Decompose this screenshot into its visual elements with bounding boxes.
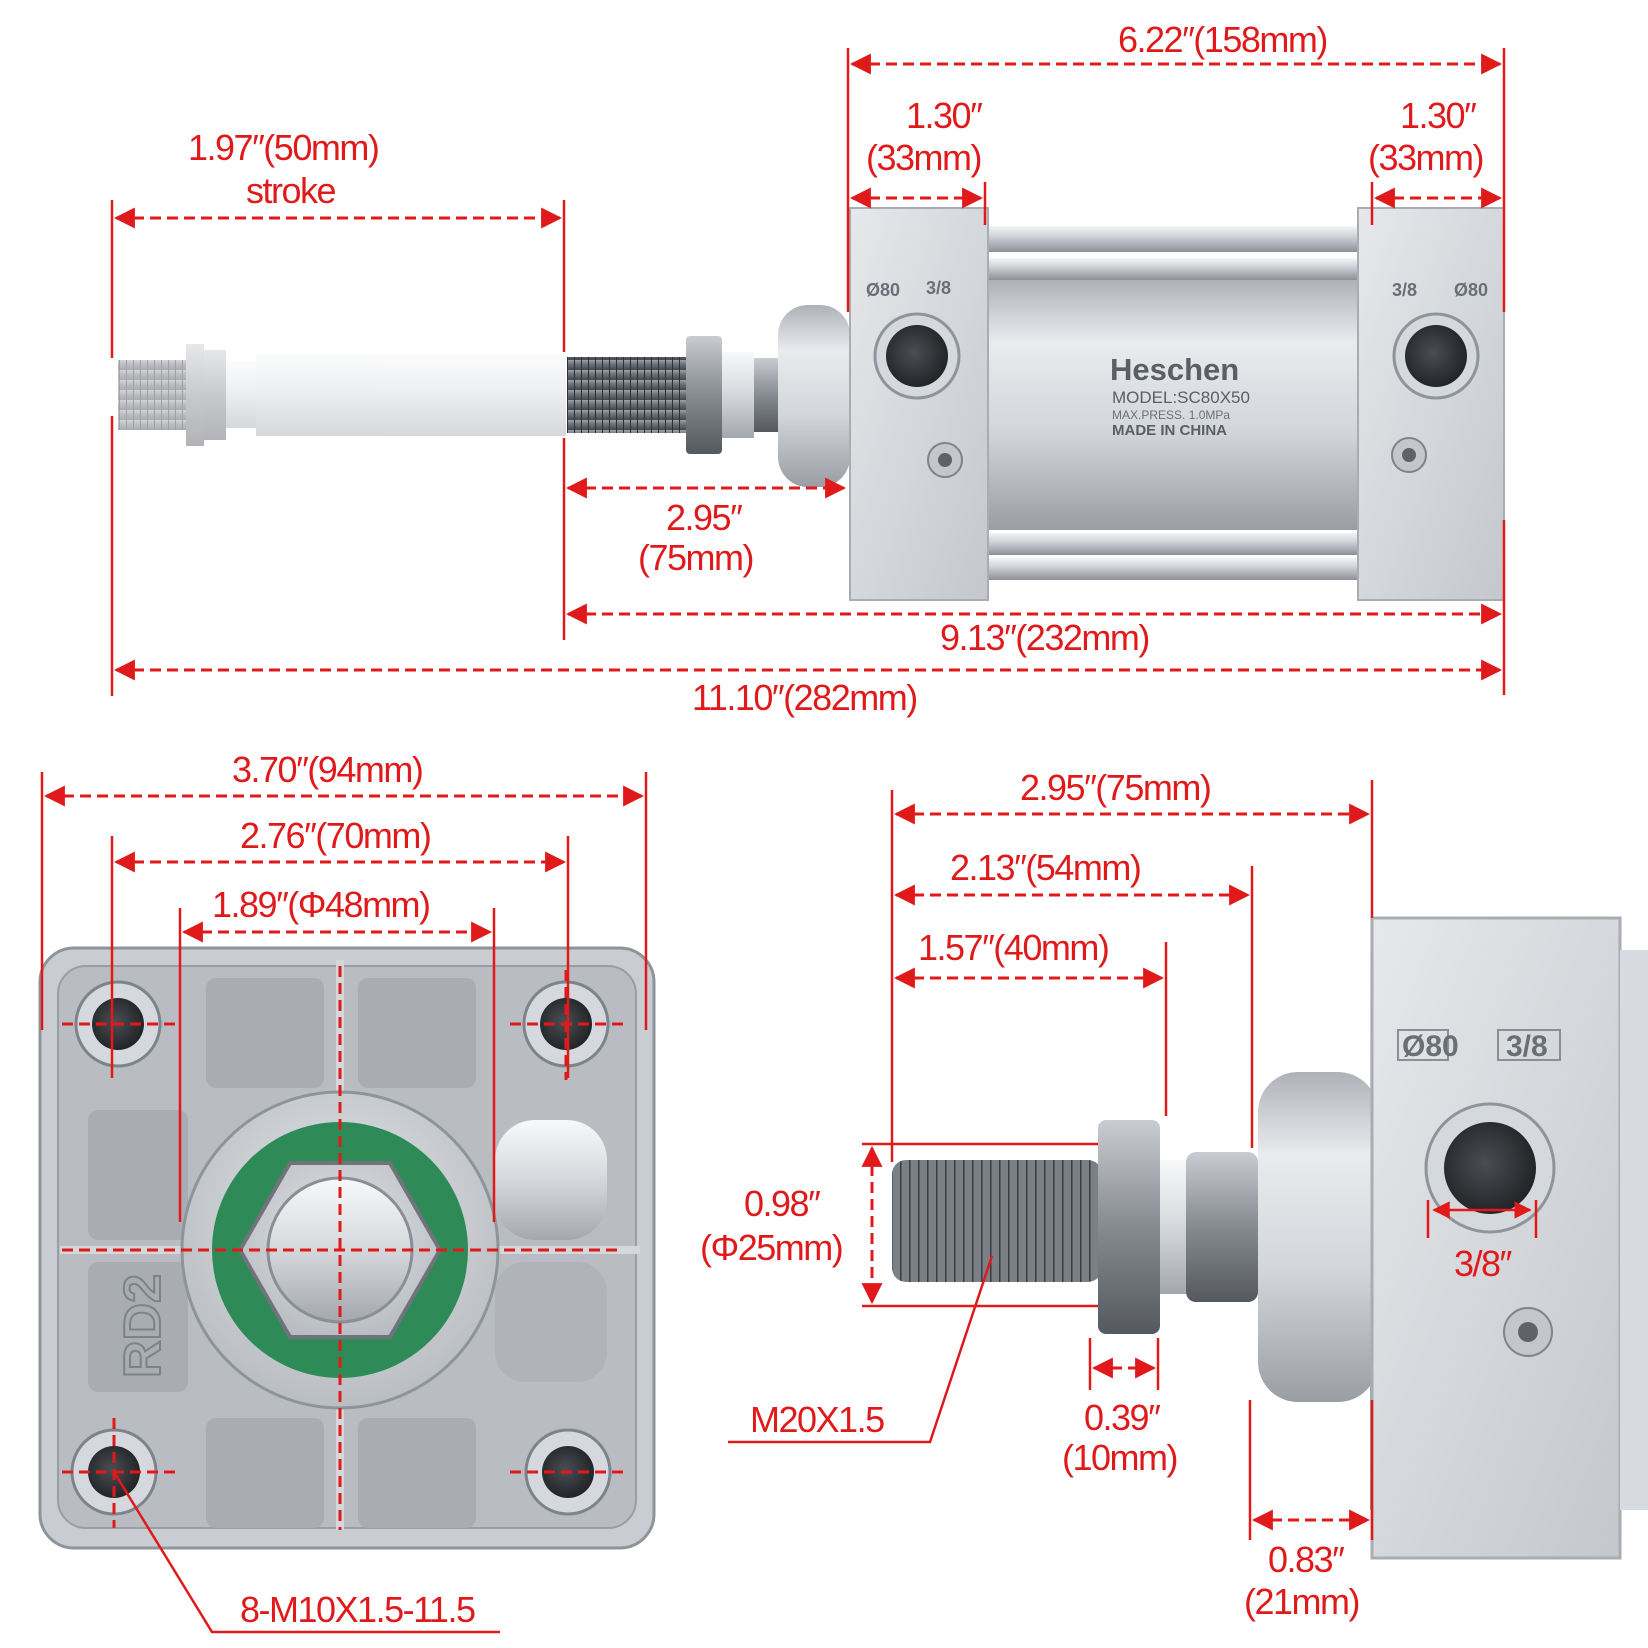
right-cap-length-mm-label: (33mm): [1368, 137, 1483, 178]
thread-spec-label: M20X1.5: [750, 1399, 884, 1440]
extended-rod-ghost: [118, 344, 566, 446]
rear-end-cap: [1357, 207, 1505, 601]
brand-name: Heschen: [1110, 352, 1239, 387]
rod-extension-label: 2.95″: [666, 497, 743, 538]
front-port-hole: [886, 325, 948, 387]
stroke-caption: stroke: [246, 170, 336, 211]
detail-nut: [1098, 1120, 1160, 1334]
mount-thread-label: 8-M10X1.5-11.5: [240, 1589, 475, 1630]
front-end-cap: [849, 207, 989, 601]
boss-length-mm-label: (21mm): [1244, 1581, 1359, 1622]
flange-width-label: 3.70″(94mm): [232, 749, 422, 790]
rod-nut: [686, 336, 722, 454]
rod-detail-dimensions: 2.95″(75mm) 2.13″(54mm) 1.57″(40mm) 0.98…: [700, 767, 1538, 1622]
bolt-spacing-label: 2.76″(70mm): [240, 815, 430, 856]
retracted-length-label: 9.13″(232mm): [940, 617, 1149, 658]
thread-diameter-label: 0.98″: [744, 1183, 821, 1224]
rod-detail-view: Ø80 3/8: [892, 916, 1648, 1560]
cylinder-tube: [985, 280, 1361, 530]
bore-mark-rear: Ø80: [1454, 280, 1488, 300]
model-number: MODEL:SC80X50: [1112, 388, 1250, 407]
front-boss: [778, 305, 850, 487]
detail-end-cap: [1370, 916, 1622, 1560]
thread-length-label: 1.57″(40mm): [918, 927, 1108, 968]
detail-bore-mark: Ø80: [1402, 1030, 1459, 1063]
left-cap-length-mm-label: (33mm): [866, 137, 981, 178]
detail-port-hole: [1444, 1122, 1536, 1214]
left-cap-length-label: 1.30″: [906, 95, 983, 136]
rod-shoulder-length-label: 2.13″(54mm): [950, 847, 1140, 888]
casting-mark: RD2: [114, 1274, 172, 1378]
overall-body-length-label: 6.22″(158mm): [1118, 19, 1327, 60]
detail-rod-thread: [892, 1160, 1102, 1282]
detail-port-mark: 3/8: [1506, 1030, 1548, 1063]
rod-extension-mm-label: (75mm): [638, 537, 753, 578]
max-pressure: MAX.PRESS. 1.0MPa: [1112, 408, 1230, 422]
origin-label: MADE IN CHINA: [1112, 422, 1227, 439]
boss-length-label: 0.83″: [1268, 1539, 1345, 1580]
port-mark-front: 3/8: [926, 278, 951, 298]
side-view-dimensions: 6.22″(158mm) 1.30″ (33mm) 1.30″ (33mm) 1…: [110, 19, 1506, 718]
right-cap-length-label: 1.30″: [1400, 95, 1477, 136]
nut-width-mm-label: (10mm): [1062, 1437, 1177, 1478]
bore-mark-front: Ø80: [866, 280, 900, 300]
port-mark-rear: 3/8: [1392, 280, 1417, 300]
port-size-label: 3/8″: [1454, 1243, 1513, 1284]
rod-thread: [567, 357, 687, 433]
side-view-cylinder: Ø80 3/8 3/8 Ø80 Heschen MODEL:SC80X50 MA…: [118, 207, 1505, 601]
rod-total-length-label: 2.95″(75mm): [1020, 767, 1210, 808]
nut-width-label: 0.39″: [1084, 1397, 1161, 1438]
detail-front-boss: [1258, 1072, 1378, 1402]
thread-diameter-mm-label: (Φ25mm): [700, 1227, 842, 1268]
stroke-length-label: 1.97″(50mm): [188, 127, 378, 168]
end-view-dimensions: 3.70″(94mm) 2.76″(70mm) 1.89″(Φ48mm) 8-M…: [40, 749, 648, 1634]
rear-port-hole: [1405, 325, 1467, 387]
extended-length-label: 11.10″(282mm): [692, 677, 917, 718]
end-view-cylinder: RD2: [38, 946, 656, 1550]
boss-diameter-label: 1.89″(Φ48mm): [212, 884, 430, 925]
